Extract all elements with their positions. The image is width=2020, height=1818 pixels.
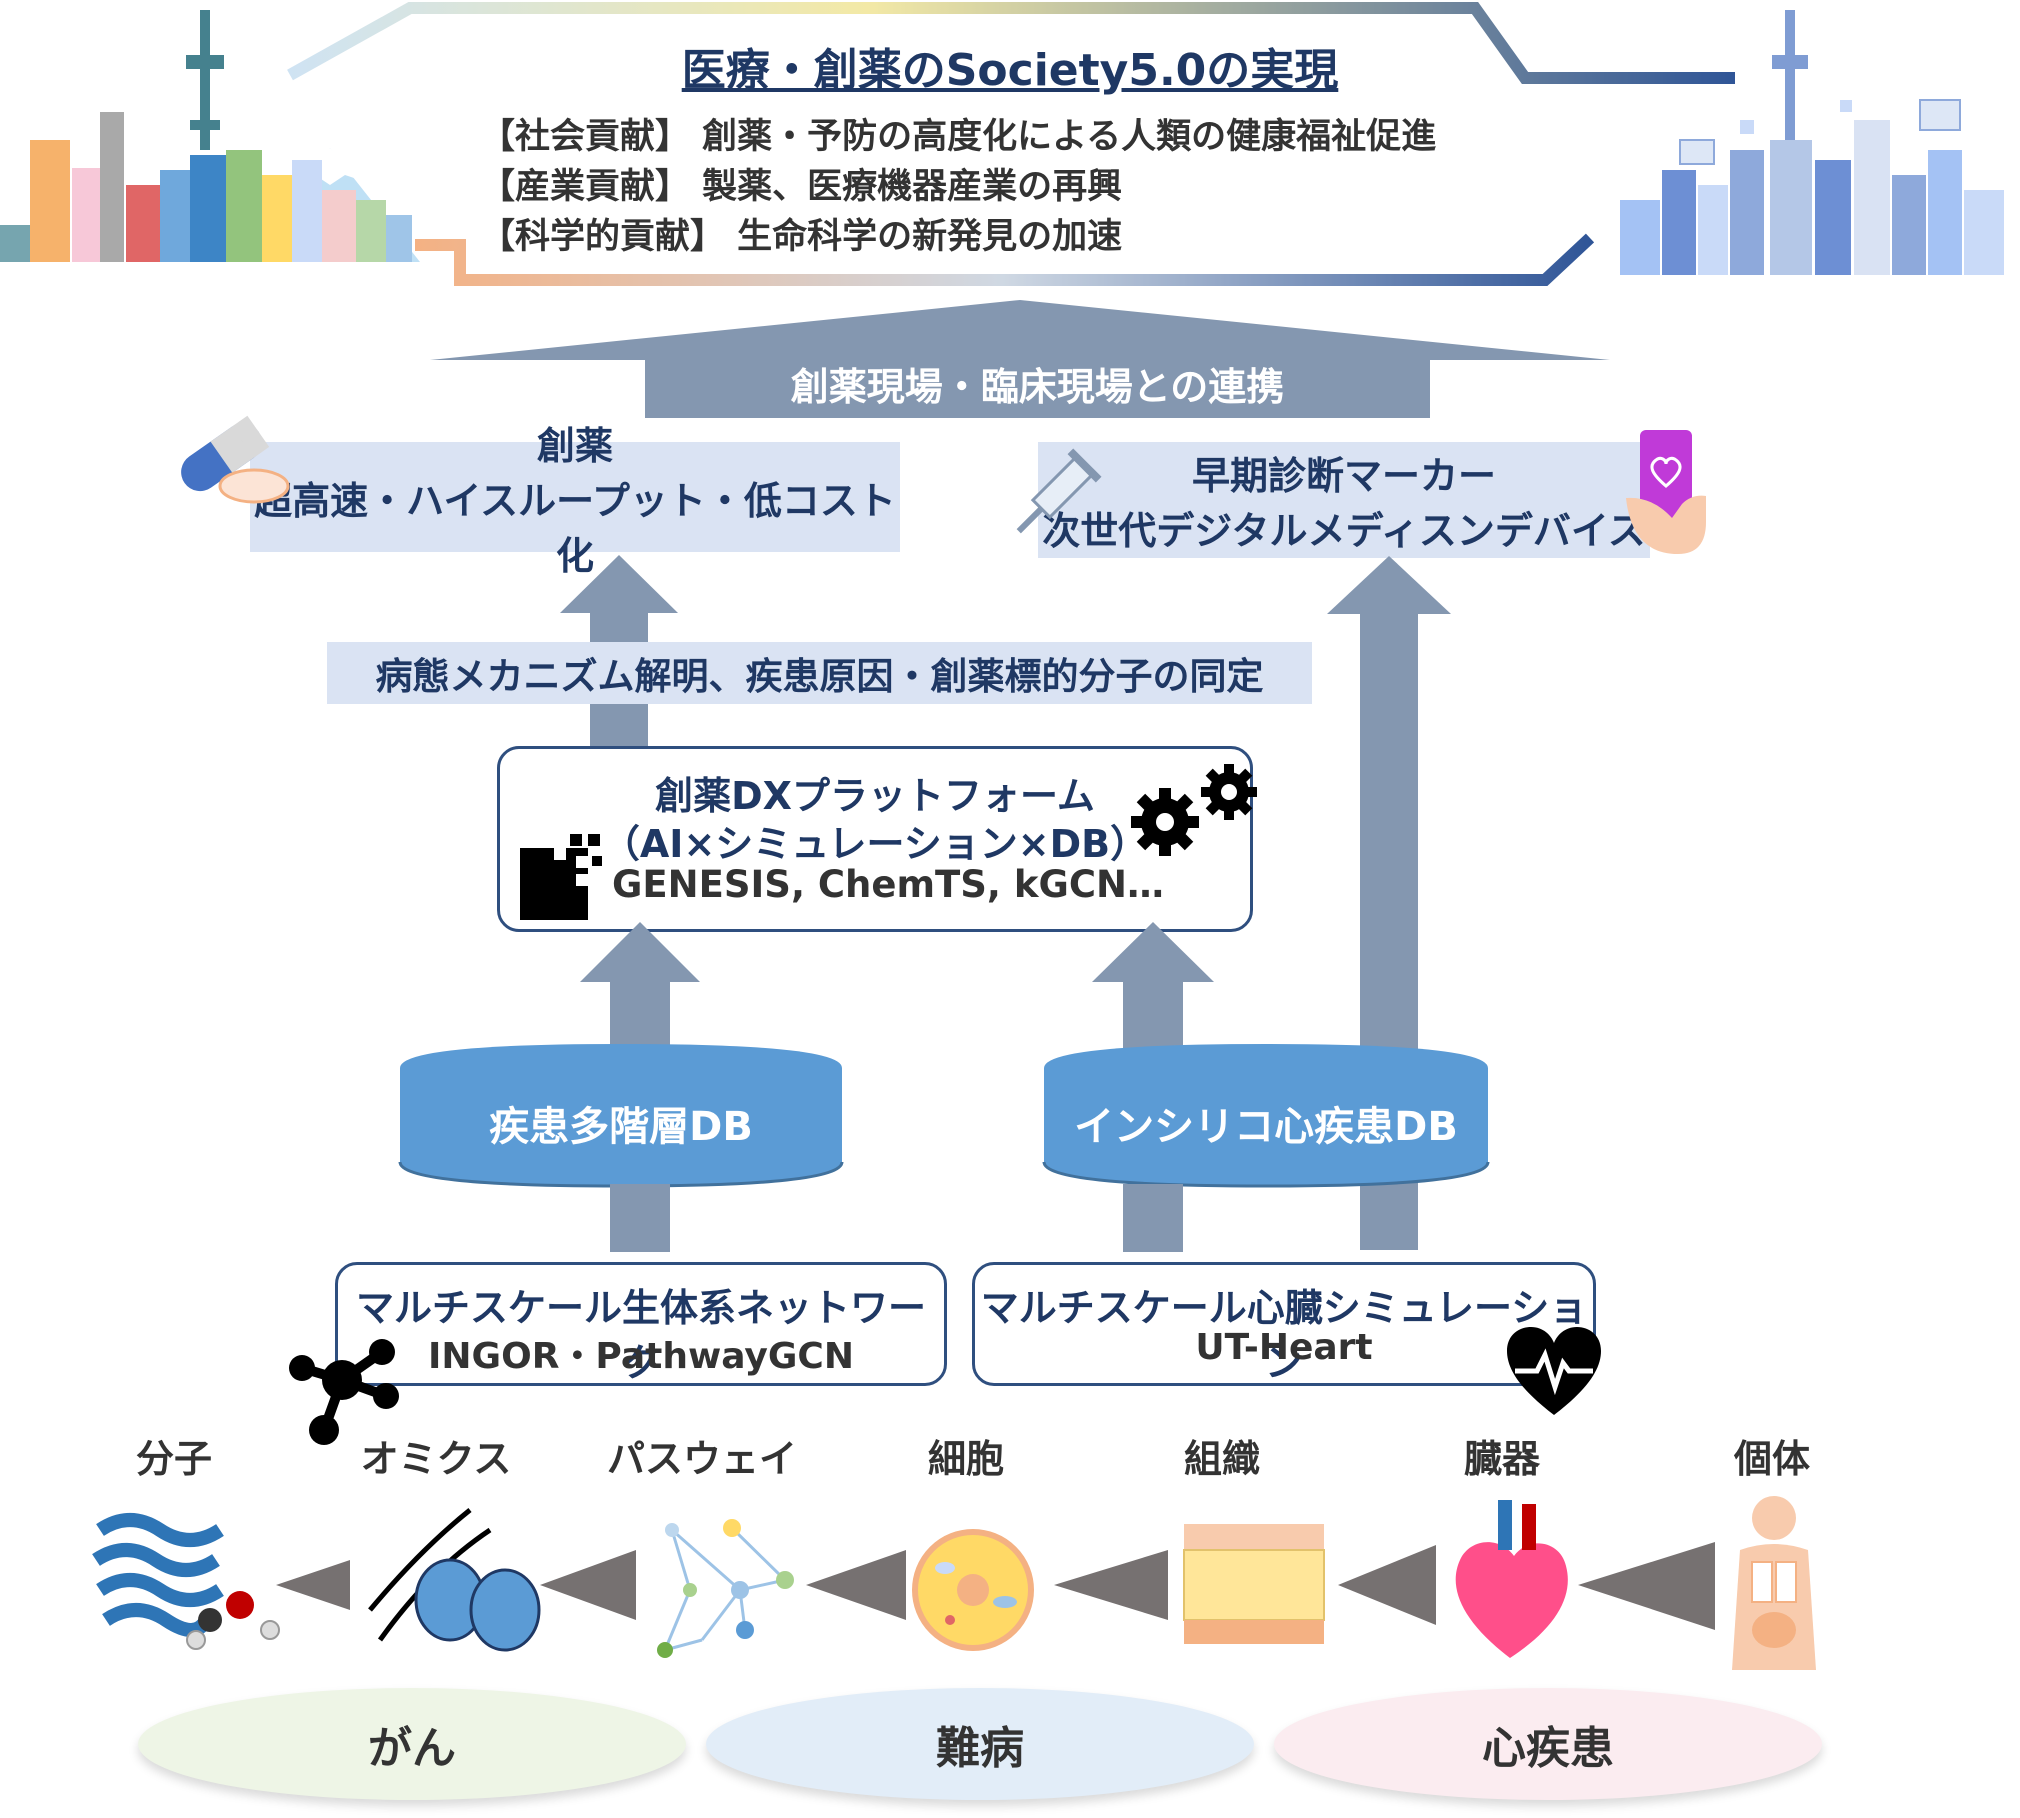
arrow-head-to-drug [560, 555, 678, 613]
scale-arrow-5 [1338, 1545, 1436, 1625]
collaboration-arrow: 創薬現場・臨床現場との連携 [430, 300, 1610, 420]
city-skyline-left-illustration [0, 10, 420, 262]
banner-frame [287, 2, 1735, 286]
heartbeat-icon [1507, 1327, 1601, 1415]
collaboration-label: 創薬現場・臨床現場との連携 [790, 365, 1285, 409]
banner-line-social: 【社会貢献】 創薬・予防の高度化による人類の健康福祉促進 [480, 117, 1437, 157]
disease-label-heart: 心疾患 [1482, 1723, 1614, 1774]
scale-arrow-1 [276, 1560, 350, 1610]
disease-label-cancer: がん [368, 1723, 456, 1774]
scale-label-tissue: 組織 [1183, 1437, 1260, 1481]
cell-icon [912, 1529, 1034, 1651]
platform-subtitle: （AI×シミュレーション×DB） [601, 822, 1149, 866]
disease-label-intractable: 難病 [936, 1723, 1024, 1774]
drug-box-title: 創薬 [536, 423, 613, 468]
arrow-head-to-diagnosis [1327, 556, 1451, 614]
arrow-shaft-heartsim-to-db [1123, 1184, 1183, 1252]
scale-arrow-4 [1054, 1550, 1168, 1620]
diagnosis-box: 早期診断マーカー 次世代デジタルメディスンデバイス [1038, 442, 1650, 558]
disease-ellipse-cancer: がん [138, 1688, 686, 1800]
drug-discovery-box: 創薬 超高速・ハイスループット・低コスト化 [250, 424, 900, 578]
city-skyline-right-illustration [1620, 10, 2004, 275]
collaboration-arrow-shape [430, 300, 1610, 418]
pathway-network-icon [663, 1526, 787, 1652]
pixel-block-icon [520, 834, 602, 920]
human-body-organs-icon [1732, 1496, 1816, 1670]
platform-title: 創薬DXプラットフォーム [655, 774, 1095, 818]
scale-label-molecule: 分子 [135, 1437, 212, 1481]
scale-label-pathway: パスウェイ [606, 1437, 797, 1481]
scale-arrow-3 [806, 1550, 906, 1620]
top-banner: 医療・創薬のSociety5.0の実現 【社会貢献】 創薬・予防の高度化による人… [0, 0, 2020, 290]
scale-arrow-2 [540, 1550, 636, 1620]
capsule-pill-icon [181, 415, 290, 504]
multiscale-network-box: マルチスケール生体系ネットワーク INGOR・PathwayGCN [335, 1262, 947, 1386]
arrow-head-right-db-to-platform [1092, 922, 1214, 982]
diagnosis-box-subtitle: 次世代デジタルメディスンデバイス [1042, 509, 1646, 553]
banner-line-industry: 【産業貢献】 製薬、医療機器産業の再興 [480, 167, 1123, 207]
disease-ellipse-heart: 心疾患 [1274, 1688, 1822, 1800]
banner-title: 医療・創薬のSociety5.0の実現 [681, 45, 1339, 96]
scale-icons-row [92, 1496, 1816, 1670]
network-box-subtitle: INGOR・PathwayGCN [428, 1336, 854, 1377]
multiscale-heart-sim-box: マルチスケール心臓シミュレーション UT-Heart [972, 1262, 1596, 1386]
disease-ellipse-intractable: 難病 [706, 1688, 1254, 1800]
scale-arrow-6 [1578, 1542, 1715, 1630]
mechanism-label: 病態メカニズム解明、疾患原因・創薬標的分子の同定 [375, 655, 1264, 698]
scale-label-omics: オミクス [360, 1437, 512, 1481]
dna-omics-icon [368, 1508, 541, 1652]
tissue-layers-icon [1183, 1524, 1325, 1644]
molecule-network-icon [289, 1339, 399, 1445]
protein-molecule-icon [92, 1513, 280, 1650]
dx-platform-box: 創薬DXプラットフォーム （AI×シミュレーション×DB） GENESIS, C… [497, 746, 1253, 932]
insilico-heart-db-label: インシリコ心疾患DB [1074, 1104, 1458, 1150]
heart-sim-subtitle: UT-Heart [1195, 1327, 1373, 1368]
arrow-shaft-network-to-db [610, 1184, 670, 1252]
heart-organ-icon [1455, 1500, 1568, 1658]
mechanism-label-box: 病態メカニズム解明、疾患原因・創薬標的分子の同定 [327, 642, 1312, 704]
network-box-title: マルチスケール生体系ネットワーク [355, 1286, 926, 1385]
syringe-icon [1016, 448, 1102, 534]
disease-multilayer-db-label: 疾患多階層DB [489, 1104, 753, 1150]
insilico-heart-db-drum [1042, 1044, 1490, 1188]
heart-sim-title: マルチスケール心臓シミュレーション [980, 1286, 1588, 1385]
platform-tools: GENESIS, ChemTS, kGCN… [612, 863, 1164, 906]
banner-line-science: 【科学的貢献】 生命科学の新発見の加速 [480, 217, 1123, 257]
gears-icon [1131, 764, 1257, 856]
arrow-head-left-db-to-platform [580, 922, 700, 982]
scale-label-cell: 細胞 [927, 1437, 1004, 1481]
diagnosis-box-title: 早期診断マーカー [1191, 454, 1496, 498]
scale-label-organ: 臓器 [1463, 1437, 1540, 1481]
scale-label-individual: 個体 [1733, 1437, 1810, 1481]
smartphone-heart-icon [1626, 430, 1706, 554]
